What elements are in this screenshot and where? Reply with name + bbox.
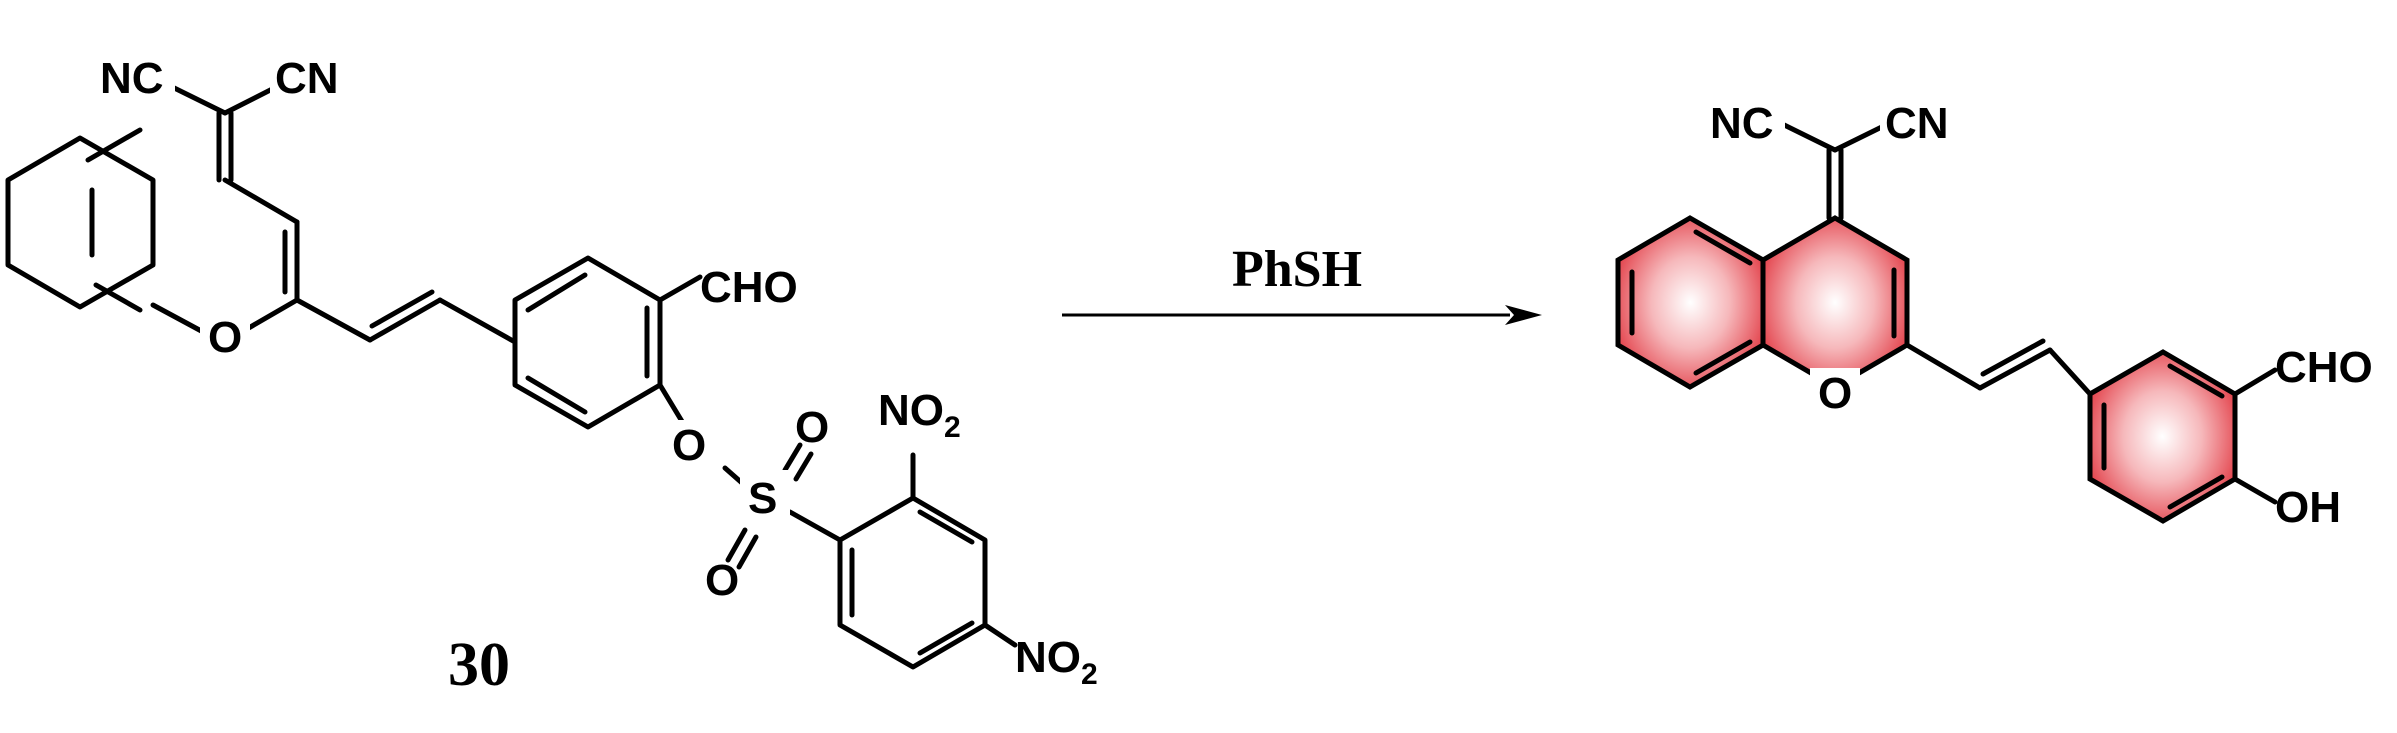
product-labels: NC CN O CHO OH — [1705, 95, 2373, 532]
product-aldehyde-label: CHO — [2275, 343, 2373, 392]
nitro-label-ortho: NO2 — [878, 386, 961, 444]
reagent-label: PhSH — [1232, 241, 1362, 298]
reactant-labels: NC CN O CHO O S O O NO2 NO2 30 — [95, 52, 1098, 699]
sulfonyl-oxygen-label-bottom: O — [705, 556, 739, 605]
nitro-label-para: NO2 — [1015, 633, 1098, 691]
product-pyran-oxygen-label: O — [1818, 369, 1852, 418]
product-hydroxyl-label: OH — [2275, 483, 2341, 532]
ester-oxygen-label: O — [672, 421, 706, 470]
nitrile-label-cn: CN — [275, 54, 339, 103]
product-nitrile-label-nc: NC — [1710, 99, 1774, 148]
product-nitrile-label-cn: CN — [1885, 99, 1949, 148]
sulfonyl-oxygen-label-top: O — [795, 403, 829, 452]
aldehyde-label: CHO — [700, 263, 798, 312]
product-benzo-ring-highlight — [1615, 215, 1766, 390]
product-pyran-ring-highlight — [1760, 215, 1910, 390]
sulfur-label: S — [748, 474, 777, 523]
reactant-molecule — [5, 77, 1018, 670]
product-phenol-ring-highlight — [2087, 349, 2238, 524]
pyran-oxygen-label: O — [208, 313, 242, 362]
product-molecule — [1615, 115, 2278, 524]
nitrile-label-nc: NC — [100, 54, 164, 103]
compound-number: 30 — [448, 631, 510, 699]
reaction-arrow: PhSH — [1062, 241, 1542, 325]
